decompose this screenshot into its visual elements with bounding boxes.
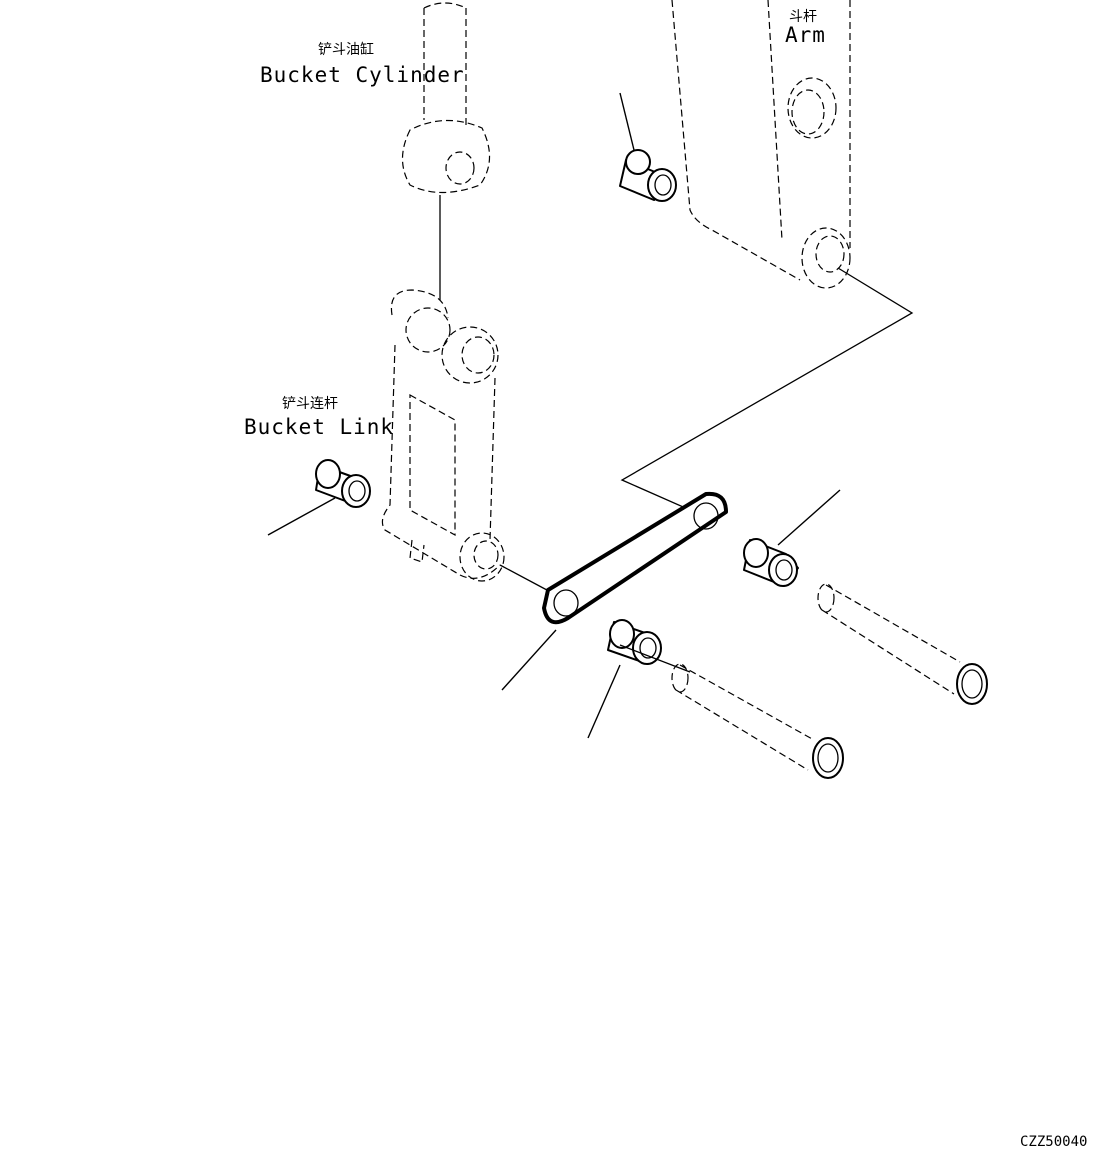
bushing-lower: [607, 619, 662, 665]
arm: [671, 0, 851, 289]
bushing-upper: [619, 149, 677, 202]
arm-label-en: Arm: [785, 23, 826, 47]
bushing-left: [315, 459, 371, 508]
drawing-code: CZZ50040: [1020, 1134, 1087, 1150]
bucket-link-label-zh: 铲斗连杆: [282, 396, 338, 412]
bucket-link-label-en: Bucket Link: [244, 415, 394, 439]
bucket-cylinder-label-en: Bucket Cylinder: [260, 63, 465, 87]
arm-label-zh: 斗杆: [789, 9, 817, 25]
connecting-plate: [542, 491, 728, 625]
leader-line-3: [501, 629, 557, 691]
bucket-cylinder: [401, 2, 491, 300]
leader-line-2: [267, 497, 336, 536]
leader-line-1: [619, 92, 635, 151]
arm-pin-axis-line: [620, 267, 914, 511]
leader-line-4: [587, 664, 621, 739]
bucket-link: [381, 289, 505, 582]
leader-line-5: [777, 489, 841, 546]
bucket-cylinder-label-zh: 铲斗油缸: [318, 41, 374, 58]
bushing-right: [743, 538, 799, 587]
pin-lower: [619, 644, 844, 779]
pin-right: [817, 583, 988, 705]
